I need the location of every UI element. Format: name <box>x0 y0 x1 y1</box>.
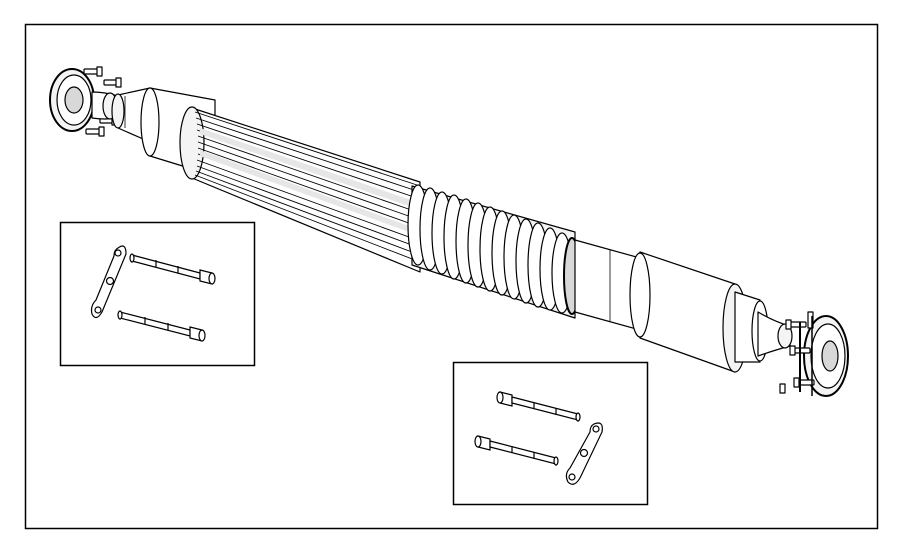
bolt-left-2 <box>117 310 206 342</box>
right-flange-bolts <box>779 311 815 394</box>
boot-bellows <box>407 184 581 319</box>
right-flange-yoke <box>779 311 849 397</box>
driveshaft-assembly <box>49 66 849 397</box>
bolt-right-2 <box>474 435 559 466</box>
bolt-right-1 <box>496 391 581 422</box>
bolt-left-1 <box>129 253 216 285</box>
splined-shaft-section <box>179 106 421 273</box>
right-end-tube <box>734 291 793 363</box>
detail-box-left <box>59 221 256 367</box>
detail-box-right <box>452 361 649 506</box>
